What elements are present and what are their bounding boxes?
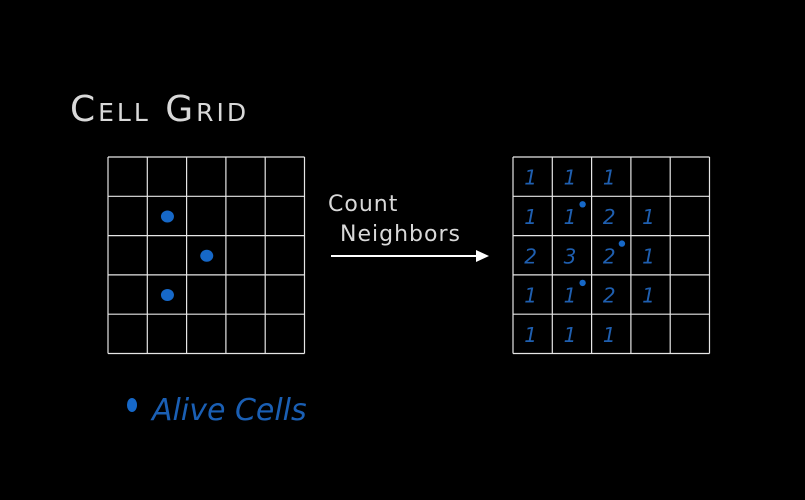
alive-cell-marker	[579, 279, 586, 287]
arrow-label-neighbors: Neighbors	[340, 222, 461, 247]
neighbor-count-label: 1	[603, 323, 616, 347]
neighbor-count-label: 1	[642, 205, 655, 229]
legend-label: Alive Cells	[150, 393, 307, 428]
neighbor-count-label: 1	[524, 323, 537, 347]
alive-cell-dot	[160, 210, 174, 223]
neighbor-count-label: 2	[603, 205, 616, 229]
alive-cell-marker	[618, 240, 626, 247]
alive-cell-dot	[200, 249, 214, 262]
diagram-title: Cell Grid	[70, 89, 249, 130]
alive-cell-dot	[160, 289, 174, 302]
neighbor-count-label: 1	[564, 284, 577, 308]
legend: Alive Cells	[127, 393, 307, 428]
neighbor-count-label: 1	[564, 323, 577, 347]
cell-grid	[107, 156, 306, 355]
arrow-label-count: Count	[328, 192, 398, 217]
neighbor-count-grid: 1 1 1 1 1 2 1 2 3 2 1 1 1 2 1 1 1 1	[512, 156, 711, 355]
neighbor-count-label: 1	[524, 166, 537, 190]
neighbor-count-label: 1	[524, 205, 537, 229]
neighbor-count-label: 2	[524, 244, 537, 268]
neighbor-count-label: 1	[564, 166, 577, 190]
right-arrow	[331, 250, 489, 262]
neighbor-count-label: 1	[603, 166, 616, 190]
neighbor-count-label: 2	[603, 244, 616, 268]
neighbor-count-label: 2	[603, 284, 616, 308]
alive-cell-dot-icon	[127, 398, 137, 412]
neighbor-count-label: 1	[564, 205, 577, 229]
neighbor-count-label: 1	[642, 284, 655, 308]
alive-cell-marker	[579, 201, 586, 208]
arrow-head-icon	[476, 250, 489, 262]
neighbor-count-label: 1	[524, 284, 537, 308]
neighbor-count-label: 1	[642, 244, 655, 268]
neighbor-count-label: 3	[564, 244, 577, 268]
